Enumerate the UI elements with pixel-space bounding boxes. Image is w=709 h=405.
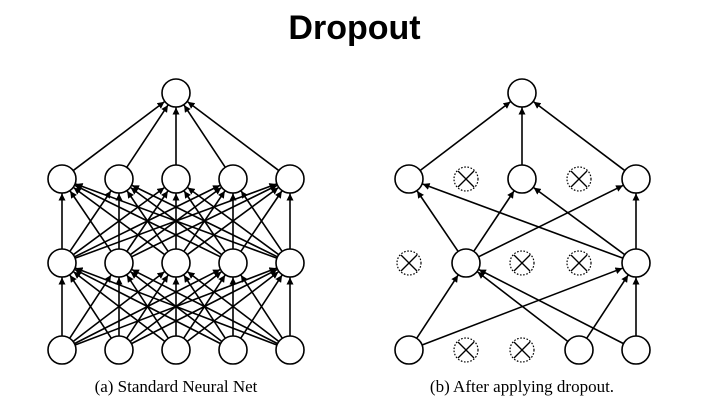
neuron-layer2-unit3-dropped [566, 166, 592, 192]
edge-l2n1-l3n0 [126, 104, 169, 168]
neuron-layer0-unit0 [394, 335, 424, 365]
neuron-layer0-unit1 [104, 335, 134, 365]
neuron-layer2-unit0 [47, 164, 77, 194]
edge-l2n0-l3n0 [419, 101, 511, 172]
caption-dropout: (b) After applying dropout. [430, 377, 614, 396]
panel-dropout-net: (b) After applying dropout. [394, 78, 651, 396]
edge-l0n4-l1n2 [187, 271, 280, 343]
edge-l1n1-l2n4 [478, 184, 624, 258]
edge-l2n3-l3n0 [183, 104, 226, 168]
edge-l0n4-l1n3 [240, 274, 283, 339]
edges-dropout [416, 101, 640, 346]
neuron-layer0-unit3 [564, 335, 594, 365]
neuron-layer2-unit1 [104, 164, 134, 194]
edge-l0n3-l1n0 [74, 268, 221, 345]
edge-l1n1-l2n0 [416, 190, 459, 252]
neuron-layer1-unit4 [621, 248, 651, 278]
neuron-layer1-unit4 [275, 248, 305, 278]
edge-l1n4-l2n0 [422, 183, 624, 259]
neuron-layer2-unit1-dropped [453, 166, 479, 192]
edge-l1n4-l2n2 [533, 186, 626, 256]
nodes-dropout [394, 78, 651, 365]
neuron-layer0-unit2 [161, 335, 191, 365]
edge-l0n4-l1n1 [478, 268, 624, 345]
edge-l2n0-l3n0 [72, 101, 165, 172]
caption-standard: (a) Standard Neural Net [95, 377, 258, 396]
neuron-layer0-unit2-dropped [509, 337, 535, 363]
edges-standard [58, 101, 294, 346]
edge-l1n4-l2n0 [75, 183, 278, 259]
edge-l0n1-l1n0 [69, 274, 112, 339]
neuron-layer2-unit3 [218, 164, 248, 194]
edge-l0n3-l1n1 [477, 271, 569, 343]
neuron-layer2-unit4 [275, 164, 305, 194]
neuron-layer0-unit1-dropped [453, 337, 479, 363]
neuron-layer1-unit0 [47, 248, 77, 278]
neuron-layer1-unit2 [161, 248, 191, 278]
panel-standard-net: (a) Standard Neural Net [47, 78, 305, 396]
diagram-title: Dropout [288, 9, 421, 47]
neuron-layer0-unit4 [275, 335, 305, 365]
edge-l0n0-l1n1 [416, 274, 459, 339]
edge-l1n4-l2n2 [187, 186, 280, 256]
edge-l2n4-l3n0 [187, 101, 280, 172]
edge-l1n2-l2n0 [73, 186, 166, 256]
neuron-layer0-unit3 [218, 335, 248, 365]
neuron-layer3-unit0 [161, 78, 191, 108]
edge-l1n4-l2n1 [131, 184, 278, 258]
nodes-standard [47, 78, 305, 365]
neuron-layer2-unit2 [161, 164, 191, 194]
neuron-layer2-unit4 [621, 164, 651, 194]
edge-l1n1-l2n0 [69, 190, 112, 252]
edge-l0n4-l1n0 [75, 267, 278, 346]
neuron-layer3-unit0 [507, 78, 537, 108]
edge-l1n1-l2n2 [473, 190, 515, 252]
neuron-layer1-unit3-dropped [566, 250, 592, 276]
neuron-layer1-unit1 [451, 248, 481, 278]
neuron-layer1-unit0-dropped [396, 250, 422, 276]
neuron-layer1-unit3 [218, 248, 248, 278]
neuron-layer2-unit2 [507, 164, 537, 194]
edge-l1n4-l2n3 [240, 190, 283, 252]
edge-l2n4-l3n0 [533, 101, 626, 172]
neuron-layer0-unit0 [47, 335, 77, 365]
neuron-layer0-unit4 [621, 335, 651, 365]
edge-l1n3-l2n0 [74, 184, 221, 258]
neuron-layer1-unit2-dropped [509, 250, 535, 276]
neuron-layer1-unit1 [104, 248, 134, 278]
edge-l0n4-l1n1 [131, 268, 278, 345]
edge-l0n2-l1n0 [73, 271, 166, 343]
neuron-layer2-unit0 [394, 164, 424, 194]
